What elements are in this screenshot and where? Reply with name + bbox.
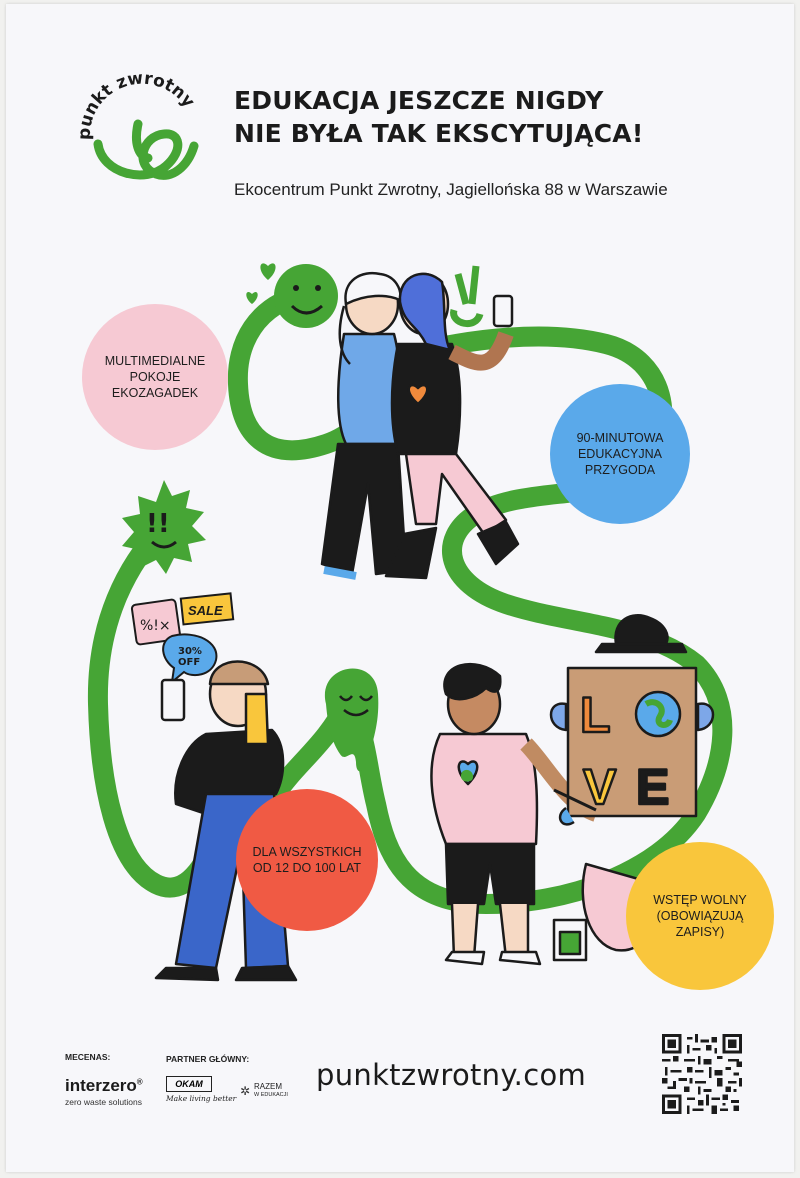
- razem-star-icon: ✲: [240, 1084, 251, 1098]
- bubble-for-everyone: DLA WSZYSTKICH OD 12 DO 100 LAT: [236, 789, 378, 931]
- exclaim-text: !!: [146, 509, 170, 539]
- headline-line-1: EDUKACJA JESZCZE NIGDY: [234, 86, 604, 115]
- punkt-zwrotny-logo: punkt zwrotny: [76, 68, 199, 180]
- interzero-registered-mark: ®: [136, 1077, 143, 1087]
- headline-line-2: NIE BYŁA TAK EKSCYTUJĄCA!: [234, 119, 644, 148]
- discount-text: 30%OFF: [178, 646, 202, 668]
- spiky-exclaim-icon: !!: [122, 480, 206, 574]
- percent-tag-text: %!×: [140, 618, 171, 634]
- heart-icon: [260, 263, 276, 280]
- illustration: !!: [87, 263, 733, 982]
- headline: EDUKACJA JESZCZE NIGDY NIE BYŁA TAK EKSC…: [234, 84, 643, 150]
- heart-icon-small: [246, 292, 258, 304]
- love-letter-e: E: [636, 759, 669, 815]
- bubble-free-entry-text: WSTĘP WOLNY (OBOWIĄZUJĄ ZAPISY): [653, 893, 747, 939]
- mecenas-label: MECENAS:: [65, 1052, 111, 1062]
- green-loop-logo-icon: [93, 119, 199, 180]
- website-url[interactable]: punktzwrotny.com: [316, 1058, 587, 1092]
- interzero-logo: interzero®: [65, 1076, 143, 1096]
- friends-selfie-illustration: [320, 265, 520, 580]
- bubble-90-minute-adventure-text: 90-MINUTOWA EDUKACYJNA PRZYGODA: [576, 431, 664, 477]
- qr-code-icon[interactable]: [662, 1034, 742, 1114]
- smiley-face-icon: [274, 264, 338, 328]
- love-sign-illustration: L V E: [549, 614, 715, 952]
- bubble-for-everyone-text: DLA WSZYSTKICH OD 12 DO 100 LAT: [252, 845, 362, 875]
- partner-label: PARTNER GŁÓWNY:: [166, 1054, 250, 1064]
- razem-name: RAZEM: [254, 1082, 282, 1091]
- poster: punkt zwrotny EDUKACJA JESZCZE NIGDY NIE…: [6, 4, 794, 1172]
- interzero-tagline: zero waste solutions: [65, 1097, 143, 1107]
- love-letter-v: V: [583, 759, 617, 815]
- bubble-multimedia-rooms-text: MULTIMEDIALNE POKOJE EKOZAGADEK: [104, 354, 206, 400]
- address: Ekocentrum Punkt Zwrotny, Jagiellońska 8…: [234, 180, 668, 199]
- sale-tag-text: SALE: [188, 603, 223, 618]
- dripping-smiley-icon: [324, 668, 379, 772]
- bubble-90-minute-adventure: 90-MINUTOWA EDUKACYJNA PRZYGODA: [550, 384, 690, 524]
- sale-tags-illustration: %!× SALE 30%OFF: [130, 592, 235, 685]
- discount-text-line: 30%: [178, 646, 202, 657]
- love-letter-l: L: [580, 687, 611, 743]
- razem-subtext: W EDUKACJI: [254, 1092, 288, 1098]
- bubble-multimedia-rooms: MULTIMEDIALNE POKOJE EKOZAGADEK: [82, 304, 228, 450]
- okam-tagline: Make living better: [166, 1094, 237, 1103]
- person-painting-illustration: [430, 662, 600, 966]
- razem-logo: RAZEM W EDUKACJI: [254, 1083, 288, 1099]
- okam-logo: OKAM: [166, 1076, 212, 1092]
- discount-text-line: OFF: [178, 657, 200, 668]
- bubble-free-entry: WSTĘP WOLNY (OBOWIĄZUJĄ ZAPISY): [626, 842, 774, 990]
- interzero-name: interzero: [65, 1076, 137, 1095]
